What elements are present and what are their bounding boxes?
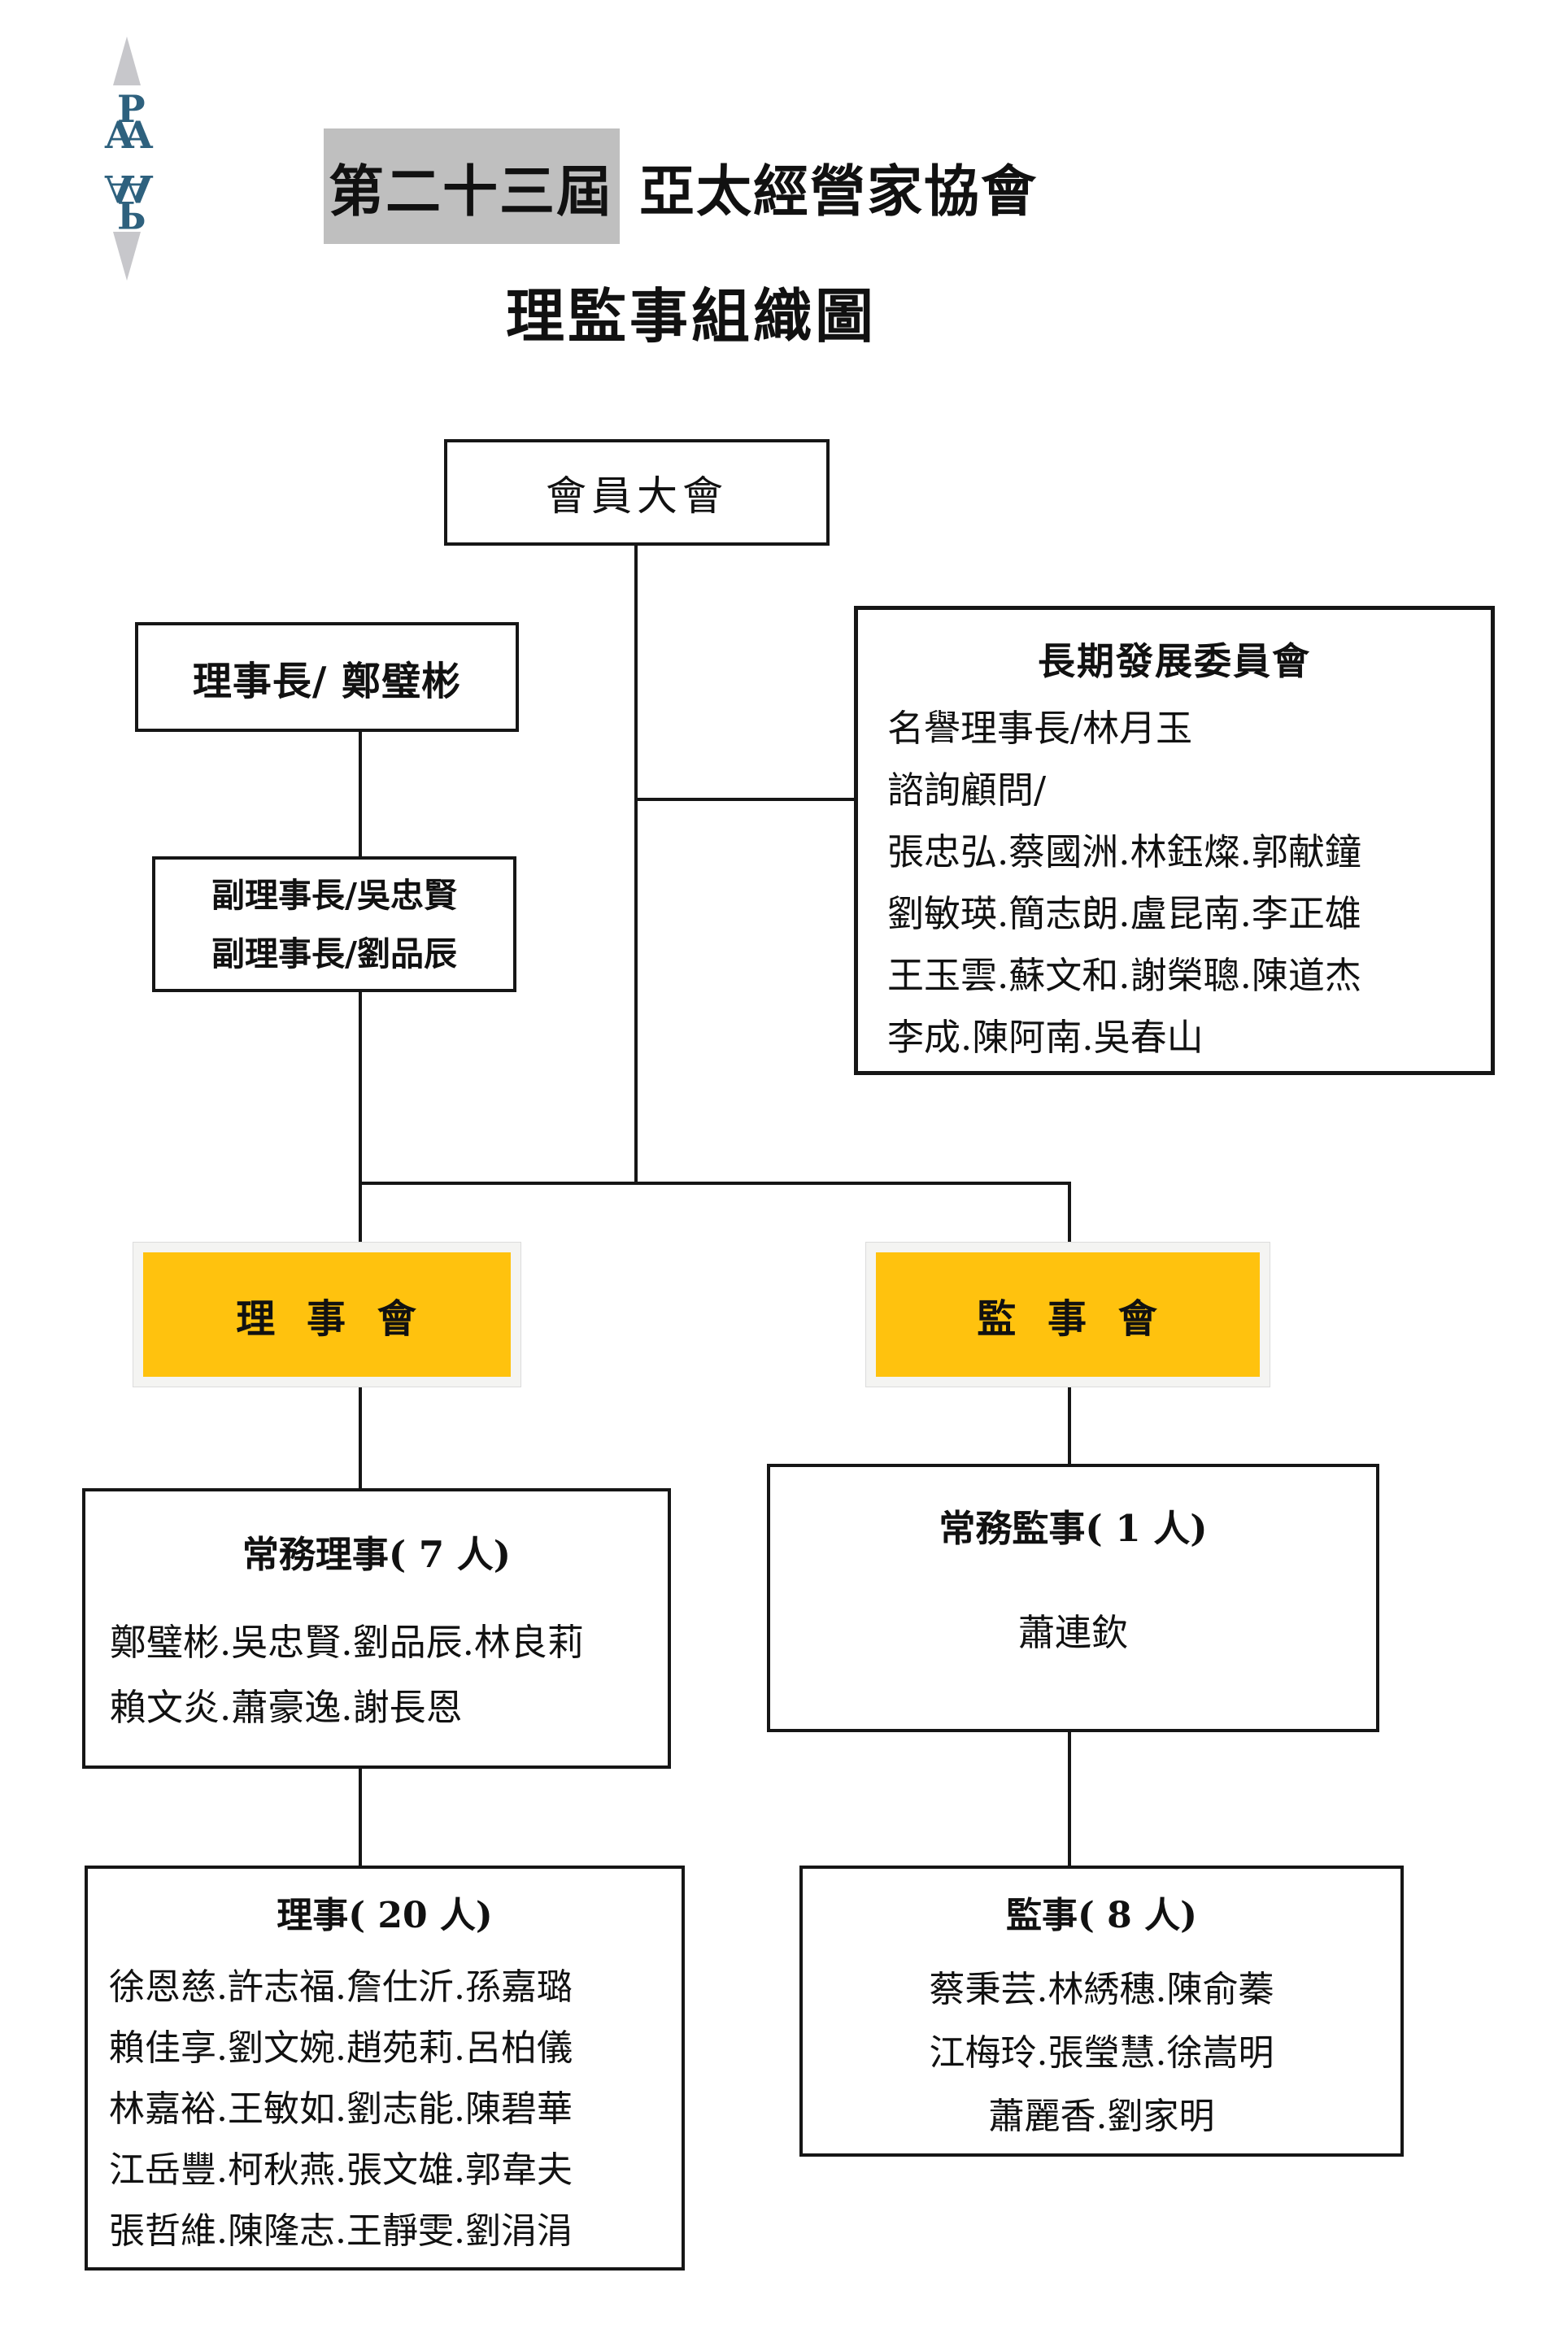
node-development-committee: 長期發展委員會 名譽理事長/林月玉 諮詢顧問/ 張忠弘.蔡國洲.林鈺燦.郭献鐘 … [854, 606, 1495, 1075]
member-line: 蕭麗香.劉家明 [988, 2096, 1215, 2137]
logo-letter: P [117, 87, 146, 131]
page-subtitle: 理監事組織圖 [506, 281, 878, 350]
directors-members: 徐恩慈.許志福.詹仕沂.孫嘉璐 賴佳享.劉文婉.趙苑莉.呂柏儀 林嘉裕.王敏如.… [109, 1957, 682, 2262]
member-line: 江梅玲.張瑩慧.徐嵩明 [929, 2032, 1274, 2074]
connector-chairman-vice [359, 732, 362, 856]
logo-letter: A [124, 167, 153, 211]
member-assembly-label: 會員大會 [546, 472, 728, 520]
member-line: 蕭連欽 [1017, 1611, 1128, 1654]
standing-directors-members: 鄭璧彬.吳忠賢.劉品辰.林良莉 賴文炎.蕭豪逸.謝長恩 [110, 1610, 668, 1740]
logo-monogram: P A A [104, 90, 153, 162]
member-line: 鄭璧彬.吳忠賢.劉品辰.林良莉 [110, 1621, 584, 1664]
committee-members: 名譽理事長/林月玉 諮詢顧問/ 張忠弘.蔡國洲.林鈺燦.郭献鐘 劉敏瑛.簡志朗.… [887, 698, 1491, 1069]
directors-title: 理事( 20 人) [277, 1895, 493, 1936]
connector-vice-down [359, 992, 362, 1185]
node-standing-directors: 常務理事( 7 人) 鄭璧彬.吳忠賢.劉品辰.林良莉 賴文炎.蕭豪逸.謝長恩 [82, 1488, 671, 1769]
member-line: 江岳豐.柯秋燕.張文雄.郭韋夫 [109, 2149, 573, 2191]
member-line: 徐恩慈.許志福.詹仕沂.孫嘉璐 [109, 1966, 573, 2008]
standing-supervisors-title: 常務監事( 1 人) [939, 1507, 1208, 1550]
committee-line: 王玉雲.蘇文和.謝榮聰.陳道杰 [887, 954, 1361, 997]
node-board-of-directors: 理 事 會 [133, 1242, 531, 1397]
term-highlight: 第二十三屆 [324, 128, 621, 244]
logo-triangle-up-icon [113, 37, 141, 85]
apa-logo: P A A P A A [104, 37, 153, 281]
connector-standing-supervisors-down [1068, 1732, 1071, 1866]
committee-line: 李成.陳阿南.吳春山 [887, 1016, 1204, 1059]
node-directors: 理事( 20 人) 徐恩慈.許志福.詹仕沂.孫嘉璐 賴佳享.劉文婉.趙苑莉.呂柏… [85, 1866, 685, 2271]
connector-to-board-directors [359, 1185, 362, 1242]
org-name: 亞太經營家協會 [639, 159, 1039, 224]
node-member-assembly: 會員大會 [444, 439, 830, 546]
logo-triangle-down-icon [113, 232, 141, 281]
node-board-of-supervisors: 監 事 會 [865, 1242, 1280, 1397]
committee-line: 劉敏瑛.簡志朗.盧昆南.李正雄 [887, 892, 1361, 935]
standing-supervisors-members: 蕭連欽 [770, 1610, 1376, 1656]
committee-line: 名譽理事長/林月玉 [887, 707, 1193, 750]
connector-horizontal-split [359, 1182, 1071, 1185]
connector-assembly-down [634, 546, 638, 1185]
committee-line: 諮詢顧問/ [887, 768, 1047, 812]
member-line: 張哲維.陳隆志.王靜雯.劉涓涓 [109, 2210, 573, 2252]
node-supervisors: 監事( 8 人) 蔡秉芸.林綉穗.陳俞蓁 江梅玲.張瑩慧.徐嵩明 蕭麗香.劉家明 [799, 1866, 1404, 2157]
node-chairman: 理事長/ 鄭璧彬 [135, 622, 519, 732]
member-line: 蔡秉芸.林綉穗.陳俞蓁 [929, 1969, 1274, 2010]
page-title: 第二十三屆 亞太經營家協會 [324, 128, 1038, 244]
connector-directors-standing [359, 1387, 362, 1488]
connector-to-board-supervisors [1068, 1185, 1071, 1242]
committee-title: 長期發展委員會 [1038, 639, 1311, 683]
chairman-label: 理事長/ 鄭璧彬 [192, 658, 462, 704]
committee-line: 張忠弘.蔡國洲.林鈺燦.郭献鐘 [887, 830, 1361, 873]
logo-letter: A [124, 113, 153, 157]
member-line: 賴文炎.蕭豪逸.謝長恩 [110, 1686, 463, 1729]
vice-chairman-line: 副理事長/劉品辰 [211, 934, 457, 973]
supervisors-title: 監事( 8 人) [1006, 1895, 1197, 1936]
connector-to-committee [634, 798, 856, 801]
standing-directors-title: 常務理事( 7 人) [242, 1533, 512, 1576]
logo-letter: A [105, 113, 134, 157]
node-standing-supervisors: 常務監事( 1 人) 蕭連欽 [767, 1464, 1379, 1732]
member-line: 賴佳享.劉文婉.趙苑莉.呂柏儀 [109, 2027, 573, 2069]
node-vice-chairmen: 副理事長/吳忠賢 副理事長/劉品辰 [152, 856, 516, 992]
member-line: 林嘉裕.王敏如.劉志能.陳碧華 [109, 2088, 573, 2130]
connector-standing-directors-down [359, 1769, 362, 1866]
board-of-directors-label: 理 事 會 [143, 1252, 511, 1377]
vice-chairman-line: 副理事長/吳忠賢 [211, 875, 457, 915]
connector-supervisors-standing [1068, 1387, 1071, 1464]
supervisors-members: 蔡秉芸.林綉穗.陳俞蓁 江梅玲.張瑩慧.徐嵩明 蕭麗香.劉家明 [803, 1958, 1400, 2149]
logo-monogram-mirrored: P A A [104, 162, 153, 237]
board-of-supervisors-label: 監 事 會 [876, 1252, 1260, 1377]
